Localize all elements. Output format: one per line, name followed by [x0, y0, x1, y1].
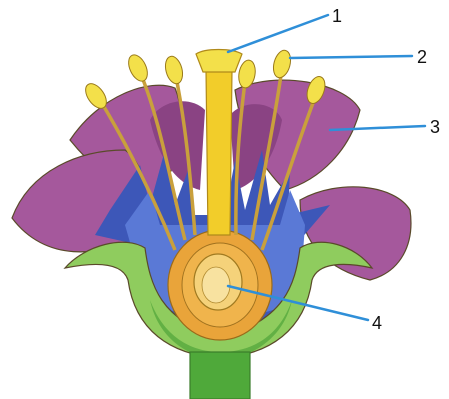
callout-labels: 1 2 3 4: [332, 6, 440, 333]
callout-3: 3: [430, 117, 440, 137]
callout-2: 2: [417, 47, 427, 67]
callout-4: 4: [372, 313, 382, 333]
style: [206, 70, 232, 235]
stigma: [196, 50, 242, 73]
anther: [163, 54, 186, 85]
stem: [190, 352, 250, 399]
ovary: [168, 230, 272, 340]
leader-line-2: [290, 56, 412, 58]
callout-1: 1: [332, 6, 342, 26]
leader-line-1: [228, 15, 328, 52]
ovule-inner: [202, 267, 230, 303]
anther: [271, 48, 294, 79]
anther: [125, 52, 151, 84]
